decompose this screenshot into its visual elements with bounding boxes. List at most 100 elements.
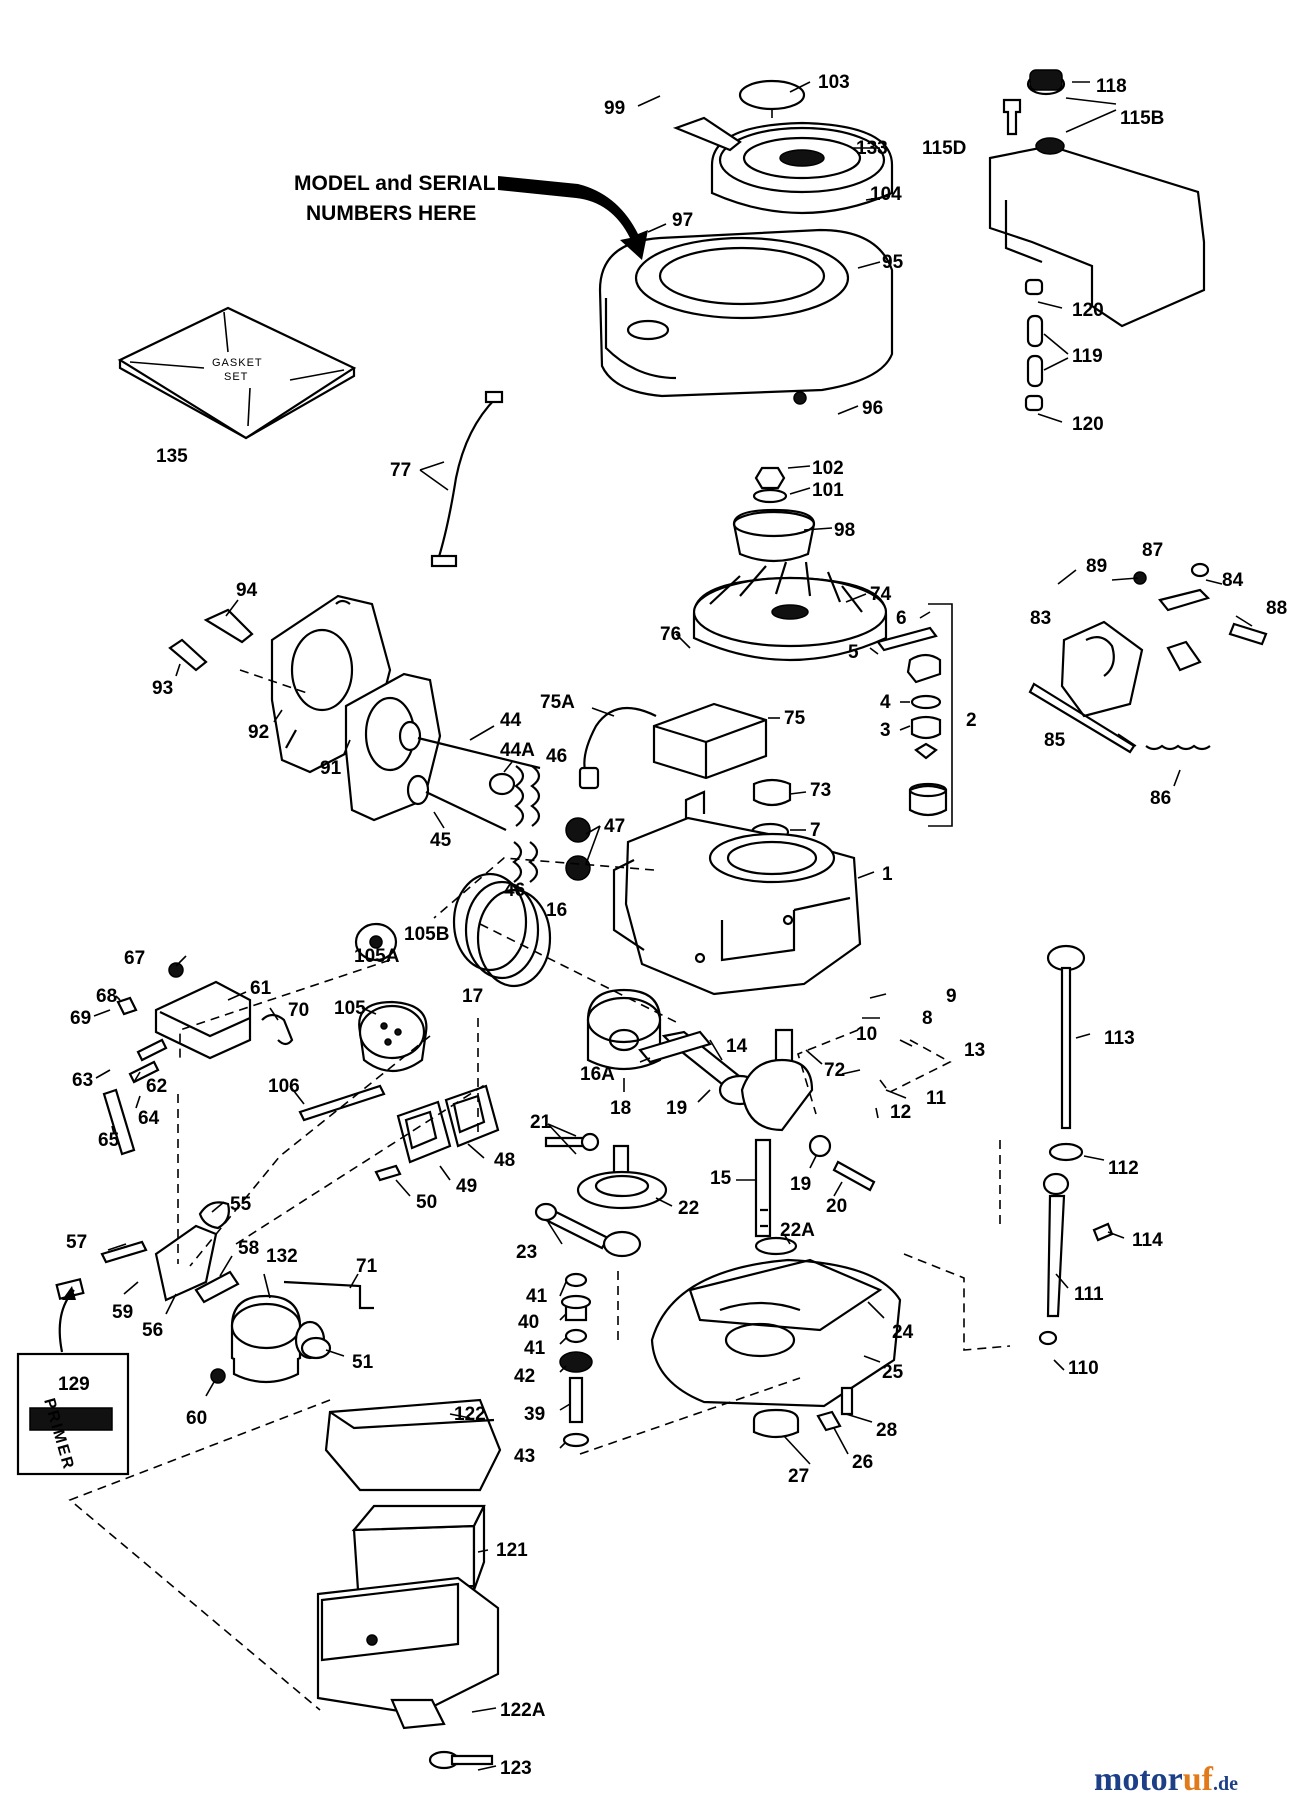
part-label-23: 23 [516,1242,537,1263]
part-label-132: 132 [266,1246,298,1267]
oil-dipstick [1038,944,1114,1346]
model-serial-callout-line1: MODEL and SERIAL [294,172,496,195]
part-label-68: 68 [96,986,117,1007]
part-label-26: 26 [852,1452,873,1473]
watermark-part2: uf [1183,1761,1214,1798]
part-label-51: 51 [352,1352,374,1373]
part-label-135: 135 [156,446,188,467]
part-label-5: 5 [848,642,859,663]
muffler [298,922,428,1122]
part-label-103: 103 [818,72,850,93]
part-label-106: 106 [268,1076,300,1097]
part-label-104: 104 [870,184,902,205]
part-label-101: 101 [812,480,844,501]
air-cleaner-cover [324,1398,502,1492]
part-label-96: 96 [862,398,883,419]
gasket-set-label-line2: SET [224,371,248,383]
primer-decal [16,1277,130,1476]
part-label-92: 92 [248,722,269,743]
part-label-44A: 44A [500,740,535,761]
part-label-115B: 115B [1120,108,1164,129]
watermark-text: motoruf.de [1094,1761,1238,1798]
part-label-22A: 22A [780,1220,815,1241]
part-label-59: 59 [112,1302,133,1323]
part-label-42: 42 [514,1366,535,1387]
part-label-67: 67 [124,948,145,969]
part-label-87: 87 [1142,540,1163,561]
part-label-93: 93 [152,678,173,699]
camshaft-gear [534,1144,668,1258]
part-label-15: 15 [710,1168,732,1189]
part-label-16: 16 [546,900,567,921]
crankshaft [740,1028,814,1238]
part-label-9: 9 [946,986,957,1007]
part-label-1: 1 [882,864,893,885]
part-label-46-upper: 46 [546,746,567,767]
model-serial-callout-arrow [498,176,648,260]
part-label-44: 44 [500,710,522,731]
part-label-20: 20 [826,1196,847,1217]
part-label-97: 97 [672,210,693,231]
part-label-85: 85 [1044,730,1066,751]
part-label-41-lower: 41 [524,1338,546,1359]
part-label-75: 75 [784,708,806,729]
part-label-111: 111 [1074,1284,1104,1305]
part-label-12: 12 [890,1102,911,1123]
part-label-83: 83 [1030,608,1051,629]
watermark: motoruf.de [1094,1761,1238,1798]
part-label-45: 45 [430,830,452,851]
part-label-17: 17 [462,986,483,1007]
oil-pump-parts [559,1272,593,1448]
part-label-18: 18 [610,1098,631,1119]
ground-wire [430,390,504,568]
part-label-121: 121 [496,1540,528,1561]
part-label-120-lower: 120 [1072,414,1104,435]
part-label-40: 40 [518,1312,539,1333]
part-label-43: 43 [514,1446,535,1467]
ignition-module [578,702,768,790]
part-label-122A: 122A [500,1700,546,1721]
part-label-50: 50 [416,1192,437,1213]
crankcase-sump [650,1236,902,1439]
air-cleaner-base [316,1576,500,1770]
part-label-102: 102 [812,458,844,479]
part-label-19-upper: 19 [666,1098,687,1119]
part-label-6: 6 [896,608,907,629]
part-label-84: 84 [1222,570,1244,591]
air-filter-element [351,1504,486,1592]
watermark-part3: .de [1213,1773,1238,1795]
governor-control-bracket [1028,562,1268,754]
model-serial-callout-line2: NUMBERS HERE [306,202,476,225]
valves-and-springs [398,720,591,883]
part-label-10: 10 [856,1024,877,1045]
part-label-28: 28 [876,1420,897,1441]
part-label-48: 48 [494,1150,515,1171]
part-label-64: 64 [138,1108,160,1129]
part-label-19-lower: 19 [790,1174,811,1195]
part-label-105A: 105A [354,946,400,967]
part-label-76: 76 [660,624,681,645]
part-label-105: 105 [334,998,366,1019]
part-label-88: 88 [1266,598,1287,619]
part-label-2: 2 [966,710,977,731]
part-label-55: 55 [230,1194,252,1215]
part-label-70: 70 [288,1000,309,1021]
part-label-14: 14 [726,1036,748,1057]
part-label-63: 63 [72,1070,93,1091]
part-label-57: 57 [66,1232,87,1253]
fuel-tank [988,69,1206,412]
part-label-123: 123 [500,1758,532,1779]
part-label-22: 22 [678,1198,699,1219]
part-label-77: 77 [390,460,411,481]
part-label-129: 129 [58,1374,90,1395]
blower-housing [598,228,894,405]
part-label-25: 25 [882,1362,904,1383]
part-label-122: 122 [454,1404,486,1425]
part-label-16A: 16A [580,1064,615,1085]
gasket-set [117,306,357,440]
bolts [544,1132,876,1192]
part-label-94: 94 [236,580,258,601]
part-label-21: 21 [530,1112,552,1133]
part-label-115D: 115D [922,138,966,159]
part-label-75A: 75A [540,692,575,713]
